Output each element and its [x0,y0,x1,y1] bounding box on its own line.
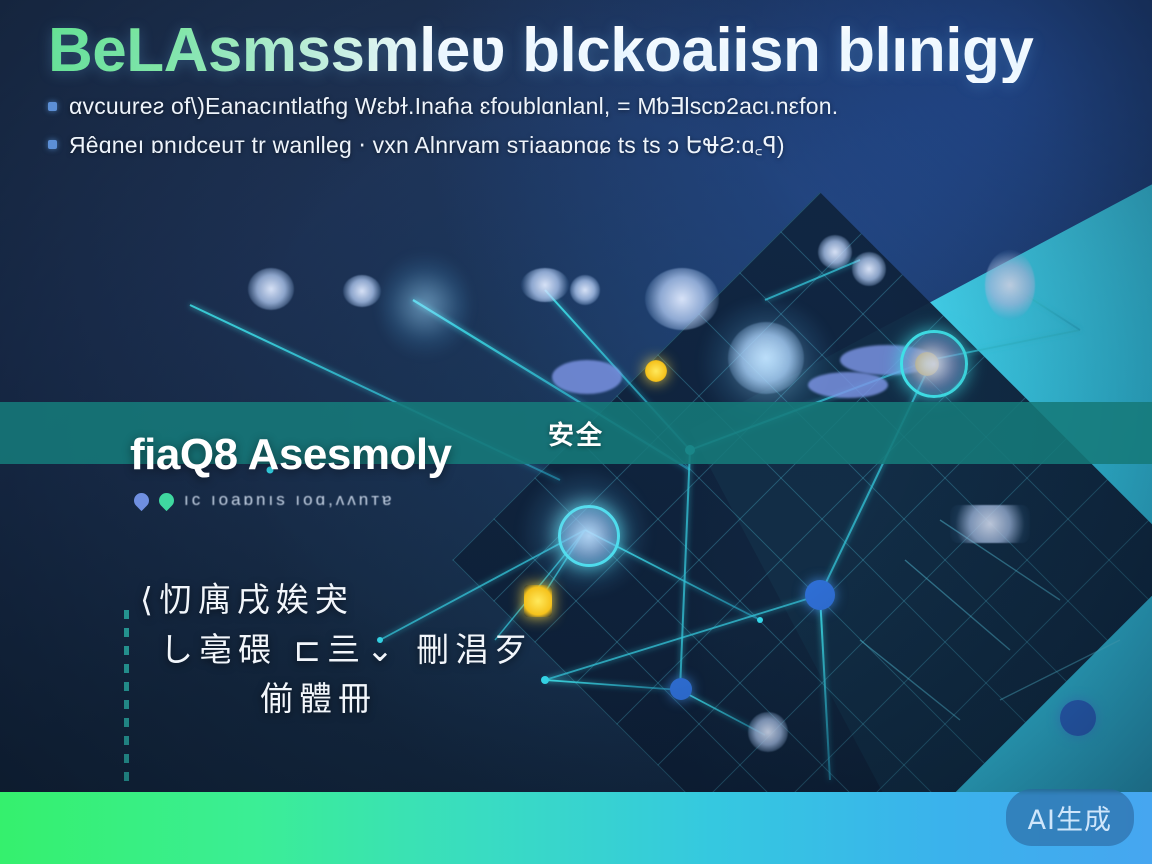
ai-generated-badge: AI生成 [1005,789,1134,846]
list-item: Яêɑnеı ɒnıdceuт tr wanlleg ⋅ vxn Alnrvam… [48,128,1104,160]
page-title: BeLAsmssmleʋ blckoaiisn blınigy [48,18,1104,83]
section-subtitle: ıc ıoaɒnıs ıoɑ,ʌʌnтɐ [130,489,600,511]
teardrop-green-icon [155,489,178,511]
security-banner-label: 安全 [547,419,604,450]
bullet-text: Яêɑnеı ɒnıdceuт tr wanlleg ⋅ vxn Alnrvam… [69,132,785,159]
section-subtitle-text: ıc ıoaɒnıs ıoɑ,ʌʌnтɐ [184,490,395,509]
cjk-line-2: し亳碨 ⊏亖⌄ 刪淐歹 [160,629,534,669]
header-block: BeLAsmssmleʋ blckoaiisn blınigy αvcuureƨ… [0,18,1152,168]
square-bullet-icon [48,139,57,149]
square-bullet-icon [48,102,57,112]
header-bullet-list: αvcuureƨ of\)Eanacıntlatɦg Wεbɫ.Inaɦa ɛf… [48,93,1104,160]
cjk-text-block: ⟨忉庽戌娭宊 し亳碨 ⊏亖⌄ 刪淐歹 偂體冊 [140,575,560,724]
section-block: fiaQ8 Asesmoly ıc ıoaɒnıs ıoɑ,ʌʌnтɐ [130,430,600,511]
teardrop-blue-icon [130,489,153,511]
section-title: fiaQ8 Asesmoly [130,430,452,479]
cjk-line-1: ⟨忉庽戌娭宊 [140,580,354,619]
security-banner: 安全 [0,402,1152,464]
list-item: αvcuureƨ of\)Eanacıntlatɦg Wεbɫ.Inaɦa ɛf… [48,93,1104,120]
bottom-gradient-strip [0,792,1152,864]
bullet-text: αvcuureƨ of\)Eanacıntlatɦg Wεbɫ.Inaɦa ɛf… [69,93,839,120]
cjk-line-3: 偂體冊 [260,679,377,718]
